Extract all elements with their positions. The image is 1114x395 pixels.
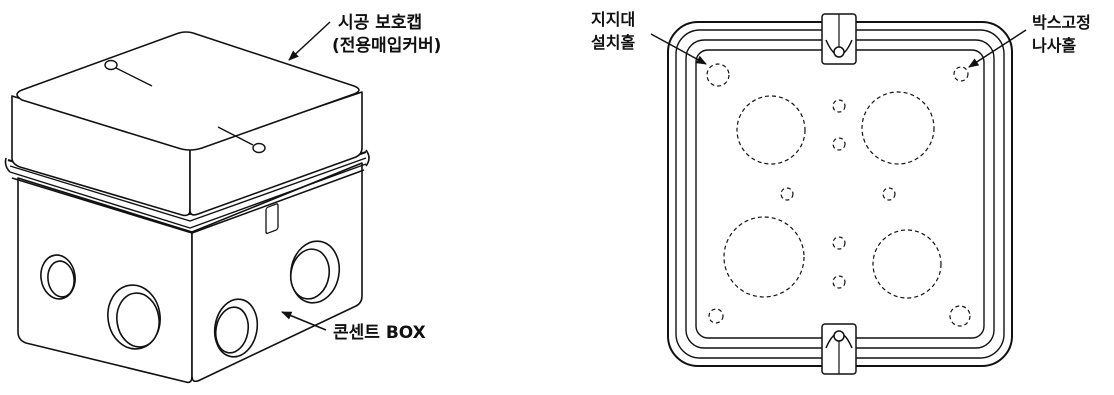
top-mounting-ear <box>821 13 857 65</box>
cap-top-face <box>16 31 360 151</box>
screw-hole <box>953 66 969 82</box>
cap-leader-arrow <box>288 21 331 61</box>
box-label: 콘센트 BOX <box>333 323 426 343</box>
cap-right-face <box>189 91 363 216</box>
isometric-box-drawing <box>4 31 370 384</box>
cap-knockout-marks <box>104 59 266 154</box>
support-hole-label-line1: 지지대 <box>591 10 635 29</box>
screw-hole-leader-arrow <box>968 29 1027 68</box>
bottom-mounting-ear <box>821 323 857 375</box>
dashed-knockouts <box>708 91 971 327</box>
support-hole-leader-arrow <box>650 33 707 65</box>
flange-clip <box>265 203 279 234</box>
top-view-drawing <box>667 13 1013 375</box>
support-hole <box>706 63 730 87</box>
outer-wall <box>667 21 1013 367</box>
screw-hole-label-line2: 나사홀 <box>1032 36 1076 55</box>
screw-hole-label-line1: 박스고정 <box>1032 13 1091 32</box>
box-leader-arrow <box>281 311 327 331</box>
right-face-knockouts <box>213 240 341 358</box>
cap-label-line1: 시공 보호캡 <box>338 13 422 33</box>
cap-label-line2: (전용매입커버) <box>332 36 441 56</box>
left-face-knockouts <box>40 254 161 350</box>
inner-floor <box>695 49 985 339</box>
support-hole-label-line2: 설치홀 <box>591 33 635 52</box>
